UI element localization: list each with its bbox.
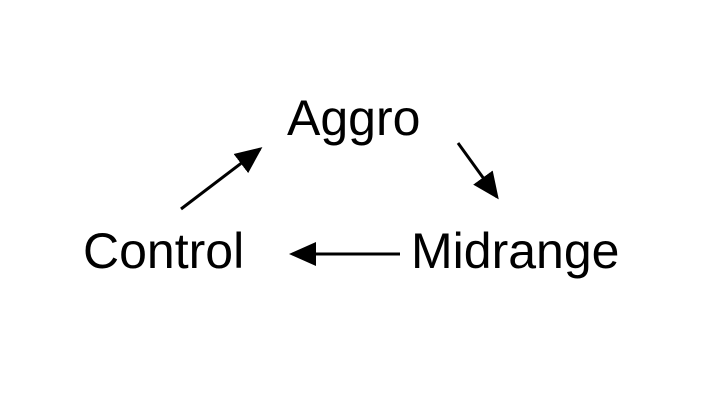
node-aggro: Aggro <box>287 90 421 146</box>
node-midrange: Midrange <box>411 223 620 279</box>
arrow-control-to-aggro <box>180 147 263 211</box>
arrow-aggro-to-midrange <box>456 142 499 200</box>
node-control: Control <box>83 223 245 279</box>
